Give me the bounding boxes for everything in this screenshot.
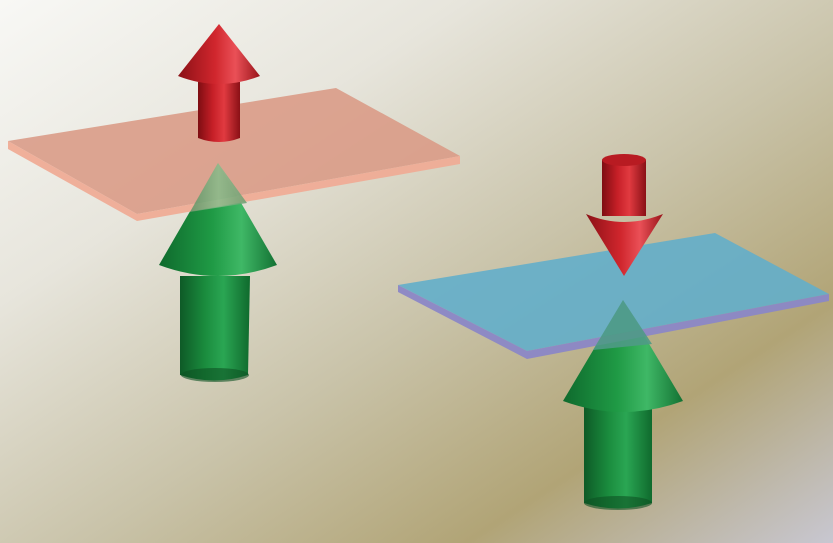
right-plate-edge — [398, 285, 829, 359]
left-green-shaft — [180, 276, 250, 381]
right-panel — [398, 154, 829, 510]
right-green-up-arrow — [563, 300, 683, 510]
left-panel — [8, 24, 460, 382]
right-plate — [398, 233, 829, 359]
left-plate — [8, 88, 460, 221]
right-plate-top — [398, 233, 829, 351]
left-green-cone — [159, 163, 277, 276]
left-red-shaft — [198, 82, 240, 142]
left-red-up-arrow — [178, 24, 260, 142]
right-red-shaft-top — [602, 154, 646, 166]
left-plate-top — [8, 88, 460, 214]
right-red-cone — [586, 214, 663, 276]
right-green-cone-through-plate — [593, 300, 652, 350]
right-red-down-arrow — [586, 154, 663, 276]
left-green-cone-through-plate — [190, 163, 247, 212]
right-green-shaft — [584, 404, 652, 509]
left-red-cone — [178, 24, 260, 84]
right-red-shaft — [602, 155, 646, 216]
right-green-cone — [563, 300, 683, 412]
left-green-up-arrow — [159, 163, 277, 382]
